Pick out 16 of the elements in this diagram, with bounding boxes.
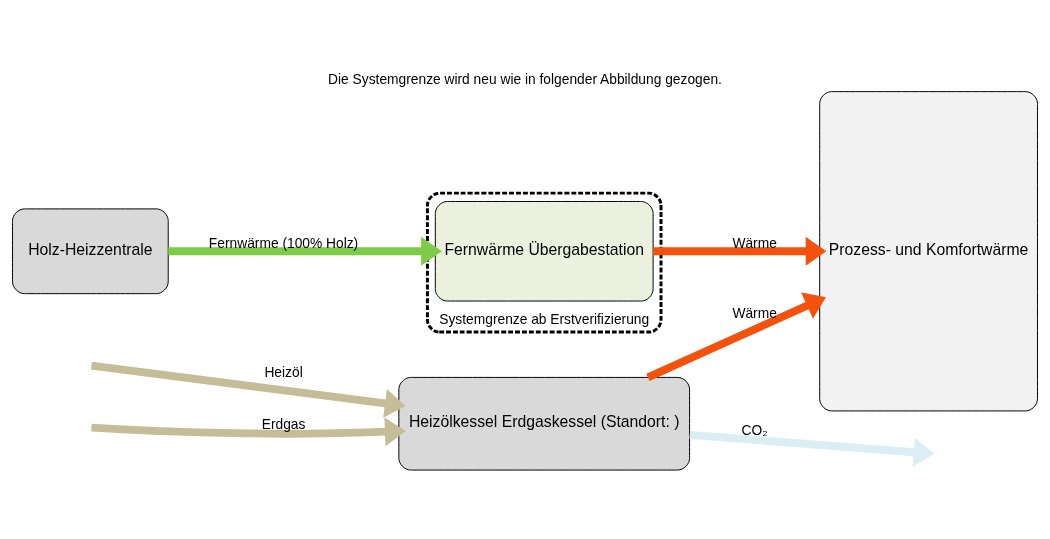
edge-label: Wärme bbox=[732, 235, 777, 251]
node-box: Prozess- und Komfortwärme bbox=[819, 91, 1038, 412]
edge-label: Erdgas bbox=[261, 416, 306, 432]
arrow bbox=[168, 236, 442, 266]
node-box: Fernwärme Übergabestation bbox=[434, 201, 654, 302]
arrow bbox=[90, 361, 406, 418]
arrow bbox=[653, 236, 827, 266]
edge-label: Wärme bbox=[732, 306, 777, 322]
edge-label: Fernwärme (100% Holz) bbox=[208, 235, 359, 251]
edge-label: CO₂ bbox=[741, 422, 768, 438]
diagram-title: Die Systemgrenze wird neu wie in folgender Abbildung gezogen. bbox=[328, 71, 722, 87]
edge-label: Heizöl bbox=[264, 364, 303, 380]
arrow bbox=[689, 431, 935, 467]
node-box: Heizölkessel Erdgaskessel (Standort: ) bbox=[398, 376, 691, 471]
arrow bbox=[646, 292, 826, 381]
node-box: Holz-Heizzentrale bbox=[12, 208, 169, 295]
